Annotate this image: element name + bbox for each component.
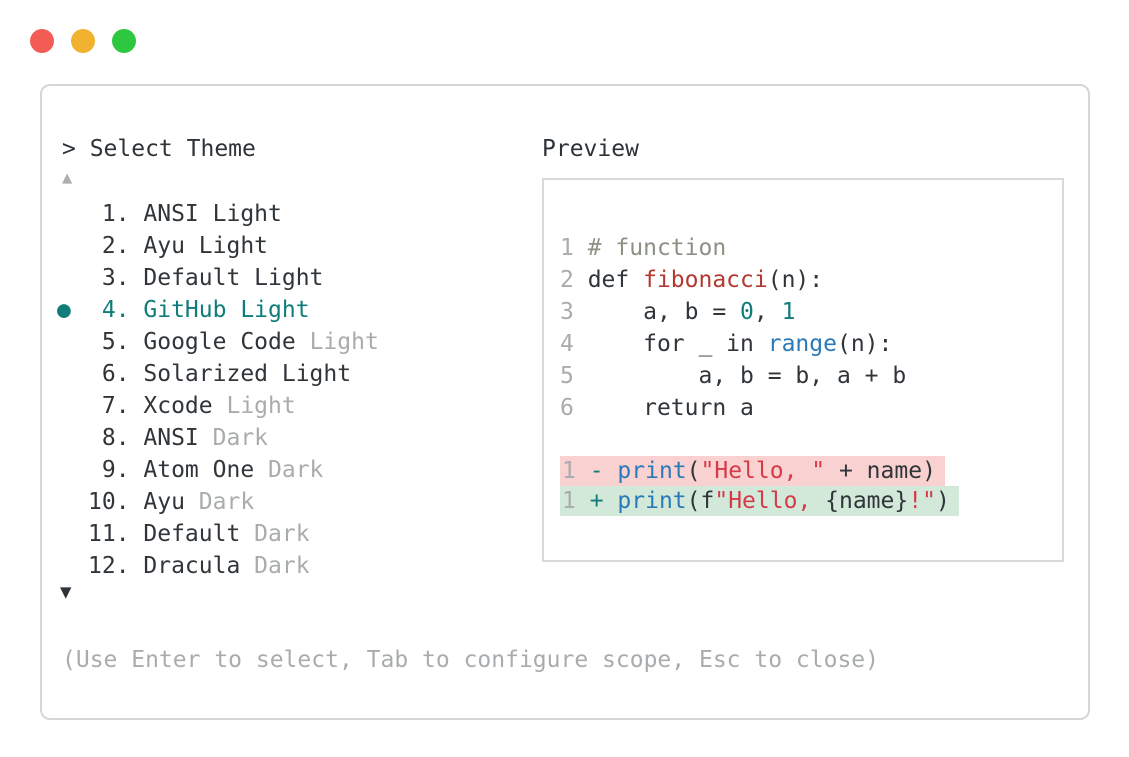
theme-item-default[interactable]: 11. Default Dark bbox=[57, 518, 379, 550]
theme-number: 11 bbox=[88, 521, 116, 547]
theme-variant-label: Dark bbox=[240, 553, 310, 579]
theme-item-ansi-light[interactable]: 1. ANSI Light bbox=[57, 198, 379, 230]
theme-item-solarized-light[interactable]: 6. Solarized Light bbox=[57, 358, 379, 390]
theme-name: Google Code bbox=[143, 329, 296, 355]
theme-number: 3 bbox=[101, 265, 116, 291]
theme-variant-label: Dark bbox=[240, 521, 310, 547]
code-sample: 1 # function 2 def fibonacci(n): 3 a, b = … bbox=[544, 180, 1062, 516]
line-number: 1 bbox=[562, 458, 576, 484]
theme-name: Default Light bbox=[143, 265, 324, 291]
zoom-button[interactable] bbox=[112, 29, 136, 53]
theme-number: 12 bbox=[88, 553, 116, 579]
theme-item-dracula[interactable]: 12. Dracula Dark bbox=[57, 550, 379, 582]
line-number: 3 bbox=[560, 299, 588, 325]
code-line-5: 5 a, b = b, a + b bbox=[560, 363, 907, 389]
theme-name: Xcode bbox=[143, 393, 213, 419]
theme-variant-label: Light bbox=[212, 393, 296, 419]
diff-line-removed: 1 - print("Hello, " + name) bbox=[560, 456, 945, 486]
diff-sign: + bbox=[575, 488, 618, 514]
theme-item-xcode[interactable]: 7. Xcode Light bbox=[57, 390, 379, 422]
theme-name: Atom One bbox=[143, 457, 255, 483]
diff-sign: - bbox=[575, 458, 618, 484]
theme-number: 10 bbox=[88, 489, 116, 515]
preview-pane: 1 # function 2 def fibonacci(n): 3 a, b = … bbox=[542, 178, 1064, 562]
diff-line-added: 1 + print(f"Hello, {name}!") bbox=[560, 486, 959, 516]
theme-number: 1 bbox=[101, 201, 116, 227]
theme-name: Ayu bbox=[143, 489, 185, 515]
theme-name: Dracula bbox=[143, 553, 241, 579]
theme-number: 6 bbox=[101, 361, 116, 387]
theme-item-ayu-light[interactable]: 2. Ayu Light bbox=[57, 230, 379, 262]
keyboard-hint: (Use Enter to select, Tab to configure s… bbox=[62, 647, 879, 673]
theme-name: GitHub Light bbox=[143, 297, 310, 323]
line-number: 5 bbox=[560, 363, 588, 389]
scroll-down-icon[interactable]: ▼ bbox=[60, 581, 72, 603]
theme-variant-label: Dark bbox=[254, 457, 324, 483]
theme-number: 4 bbox=[101, 297, 116, 323]
code-line-3: 3 a, b = 0, 1 bbox=[560, 299, 796, 325]
close-button[interactable] bbox=[30, 29, 54, 53]
line-number: 2 bbox=[560, 267, 588, 293]
code-line-6: 6 return a bbox=[560, 395, 754, 421]
minimize-button[interactable] bbox=[71, 29, 95, 53]
theme-item-atom-one[interactable]: 9. Atom One Dark bbox=[57, 454, 379, 486]
theme-name: Default bbox=[143, 521, 241, 547]
theme-item-github-light[interactable]: ●4. GitHub Light bbox=[57, 294, 379, 326]
theme-item-google-code[interactable]: 5. Google Code Light bbox=[57, 326, 379, 358]
preview-title: Preview bbox=[542, 136, 639, 162]
selected-marker-icon: ● bbox=[57, 297, 71, 323]
theme-name: Ayu Light bbox=[143, 233, 269, 259]
theme-number: 5 bbox=[101, 329, 116, 355]
window-controls bbox=[30, 29, 136, 53]
theme-name: ANSI Light bbox=[143, 201, 282, 227]
theme-variant-label: Light bbox=[295, 329, 379, 355]
line-number: 1 bbox=[560, 235, 588, 261]
line-number: 4 bbox=[560, 331, 588, 357]
code-line-1: 1 # function bbox=[560, 235, 727, 261]
theme-number: 2 bbox=[101, 233, 116, 259]
theme-item-ayu[interactable]: 10. Ayu Dark bbox=[57, 486, 379, 518]
line-number: 6 bbox=[560, 395, 588, 421]
code-line-2: 2 def fibonacci(n): bbox=[560, 267, 824, 293]
theme-name: ANSI bbox=[143, 425, 199, 451]
blank-line bbox=[560, 424, 1062, 456]
line-number: 1 bbox=[562, 488, 576, 514]
theme-variant-label: Dark bbox=[198, 425, 269, 451]
theme-item-ansi[interactable]: 8. ANSI Dark bbox=[57, 422, 379, 454]
theme-name: Solarized Light bbox=[143, 361, 352, 387]
code-line-4: 4 for _ in range(n): bbox=[560, 331, 893, 357]
prompt-title: > Select Theme bbox=[62, 136, 256, 162]
theme-item-default-light[interactable]: 3. Default Light bbox=[57, 262, 379, 294]
theme-number: 9 bbox=[101, 457, 116, 483]
theme-number: 8 bbox=[101, 425, 116, 451]
scroll-up-icon[interactable]: ▲ bbox=[62, 168, 73, 188]
theme-variant-label: Dark bbox=[184, 489, 255, 515]
theme-number: 7 bbox=[101, 393, 116, 419]
